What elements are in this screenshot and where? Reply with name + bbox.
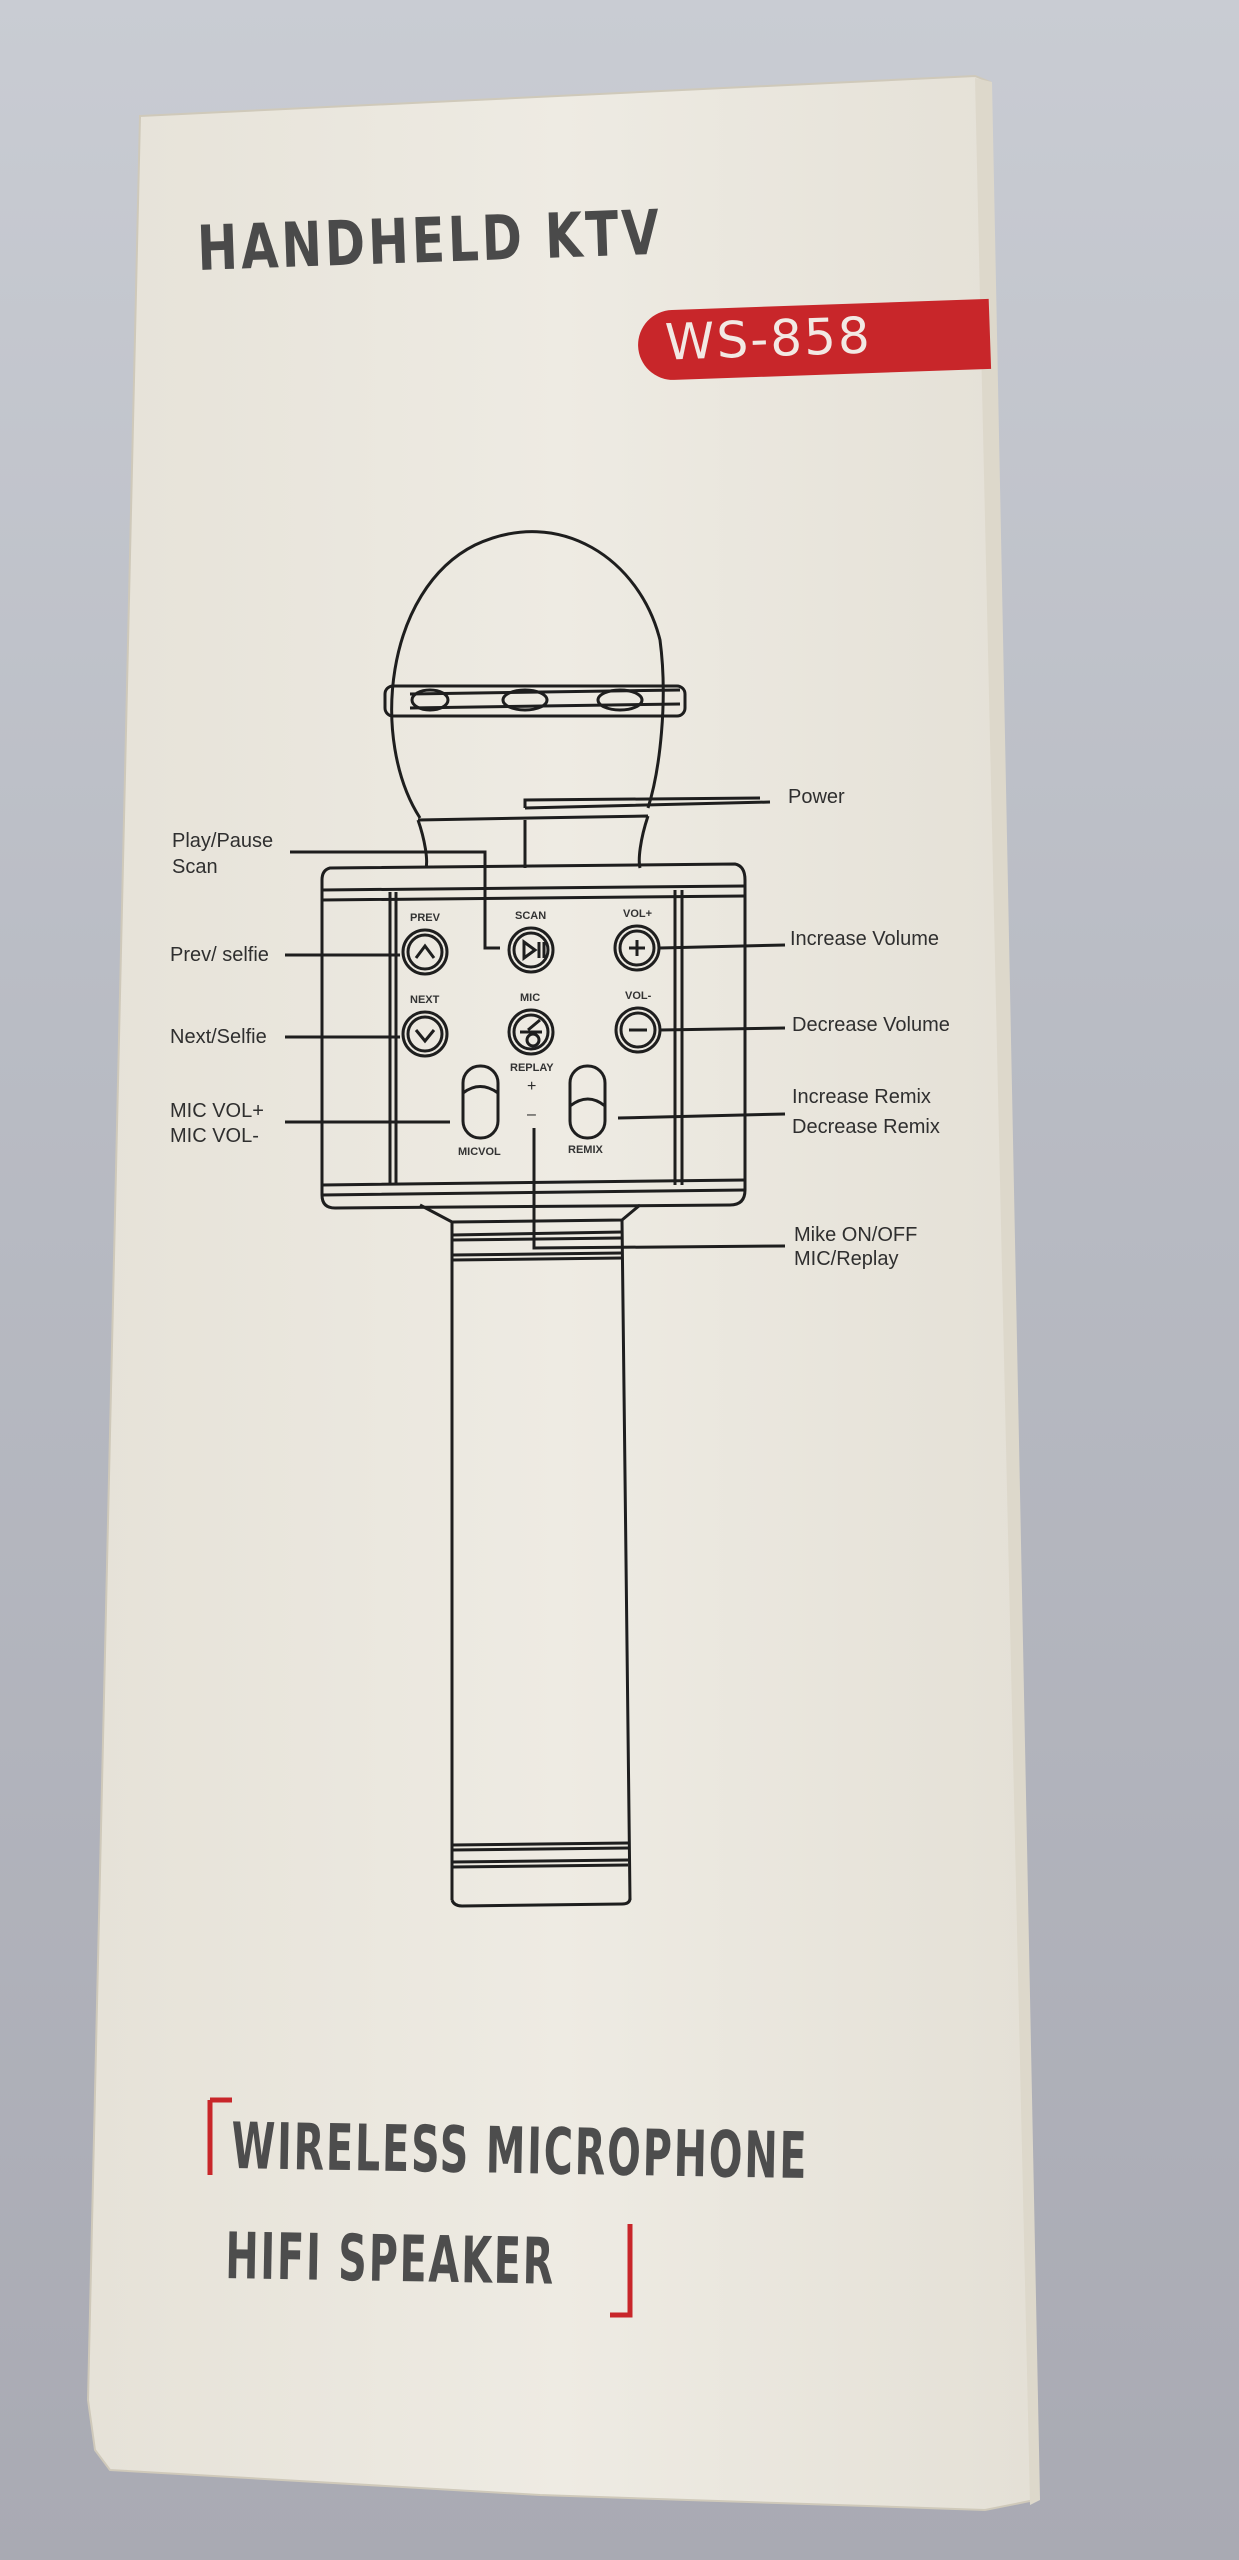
callout-decrease-remix: Decrease Remix xyxy=(792,1116,940,1138)
next-button-label: NEXT xyxy=(410,994,440,1006)
minus-sign: – xyxy=(527,1106,536,1123)
callout-mike-on-off: Mike ON/OFF xyxy=(794,1224,918,1246)
callout-prev-selfie: Prev/ selfie xyxy=(170,944,269,966)
vol-up-button-label: VOL+ xyxy=(623,908,653,920)
scan-button-label: SCAN xyxy=(515,910,547,922)
remix-slider-label: REMIX xyxy=(568,1144,603,1156)
prev-button-label: PREV xyxy=(410,912,440,924)
callout-decrease-volume: Decrease Volume xyxy=(792,1014,950,1036)
tagline-wireless-microphone: WIRELESS MICROPHONE xyxy=(230,2110,810,2195)
model-number: WS-858 xyxy=(664,306,873,372)
callout-increase-volume: Increase Volume xyxy=(790,928,939,950)
mic-button-label: MIC xyxy=(520,992,541,1004)
callout-mic-vol-up: MIC VOL+ xyxy=(170,1100,264,1122)
tagline-hifi-speaker: HIFI SPEAKER xyxy=(224,2220,556,2300)
callout-mic-replay: MIC/Replay xyxy=(794,1248,899,1270)
callout-mic-vol-down: MIC VOL- xyxy=(170,1125,259,1147)
callout-next-selfie: Next/Selfie xyxy=(170,1026,267,1048)
callout-power: Power xyxy=(788,786,845,808)
micvol-slider-label: MICVOL xyxy=(458,1146,501,1158)
plus-sign: + xyxy=(527,1078,537,1095)
replay-label: REPLAY xyxy=(510,1062,554,1074)
vol-down-button-label: VOL- xyxy=(625,990,652,1002)
callout-play-pause: Play/Pause xyxy=(172,830,274,852)
callout-scan: Scan xyxy=(172,856,218,878)
callout-increase-remix: Increase Remix xyxy=(792,1086,931,1108)
